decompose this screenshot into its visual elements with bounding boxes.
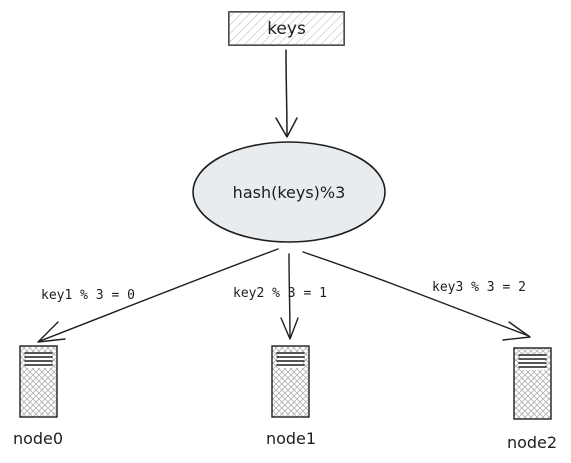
arrow-hash-to-node1 bbox=[280, 253, 299, 340]
node0-label: node0 bbox=[13, 429, 63, 448]
node1-label: node1 bbox=[266, 429, 316, 448]
node2-label: node2 bbox=[507, 433, 557, 452]
edge-label-key1: key1 % 3 = 0 bbox=[41, 288, 135, 303]
hash-node-label: hash(keys)%3 bbox=[233, 183, 346, 202]
edge-label-key3: key3 % 3 = 2 bbox=[432, 280, 526, 295]
keys-box-label: keys bbox=[267, 19, 306, 39]
arrow-keys-to-hash bbox=[275, 49, 298, 138]
server-node1: node1 bbox=[266, 345, 316, 448]
edge-label-key2: key2 % 3 = 1 bbox=[233, 286, 327, 301]
arrow-hash-to-node0 bbox=[37, 248, 279, 343]
server-node2: node2 bbox=[507, 347, 557, 452]
server-node0: node0 bbox=[13, 345, 63, 448]
arrow-hash-to-node2 bbox=[302, 251, 531, 341]
hash-node: hash(keys)%3 bbox=[192, 141, 386, 243]
keys-box: keys bbox=[228, 11, 345, 46]
